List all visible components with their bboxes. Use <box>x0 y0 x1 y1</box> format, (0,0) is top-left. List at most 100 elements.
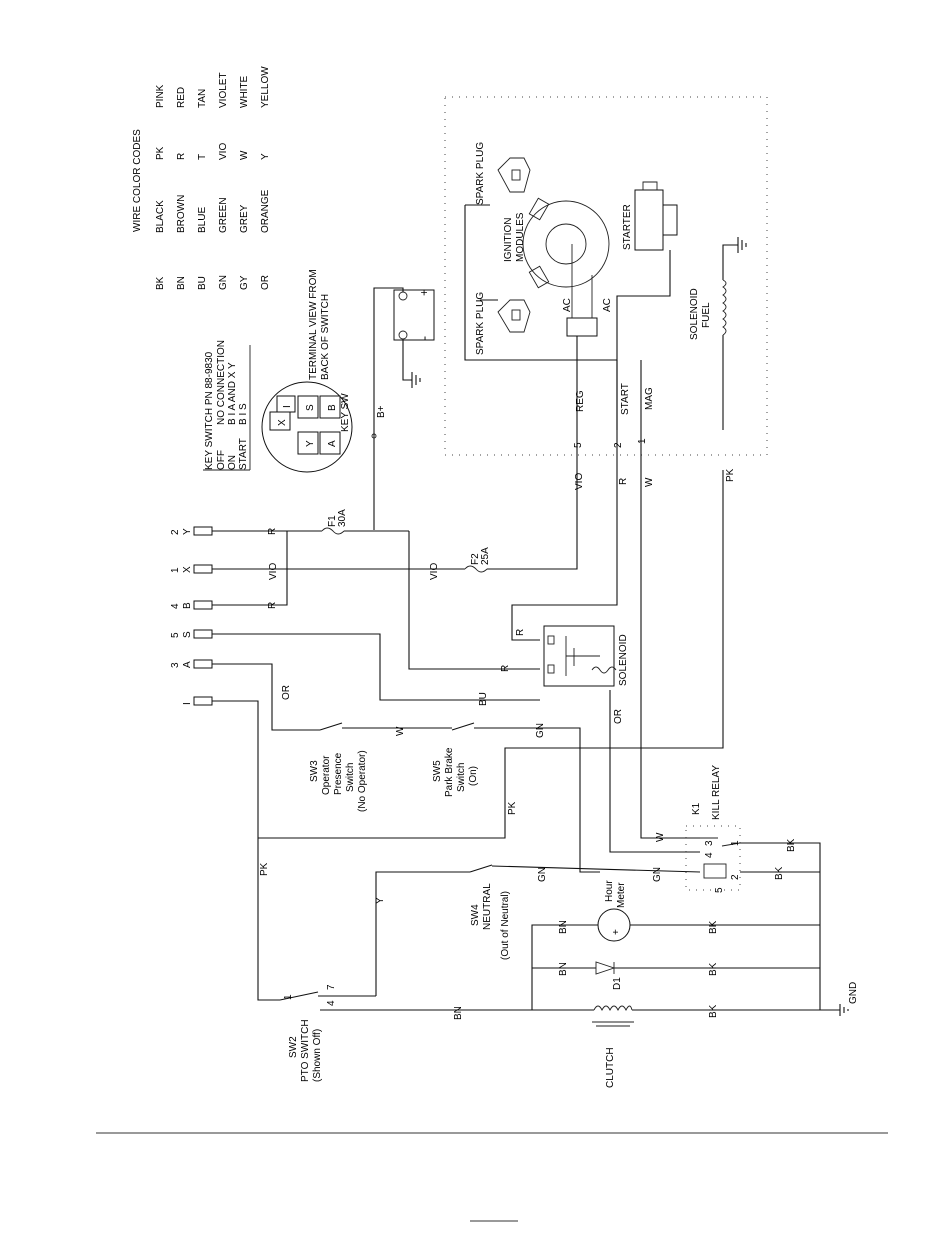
wl-gn-sw4: GN <box>537 867 548 882</box>
wl-or-a: OR <box>281 685 292 700</box>
wire-s-bu <box>212 633 540 701</box>
wire-color-codes: WIRE COLOR CODES BK BLACK BN BROWN BU BL… <box>132 66 271 290</box>
fuse-f2-icon <box>464 565 488 573</box>
engine-frame-wire <box>464 205 617 361</box>
solenoid-coil <box>591 666 617 674</box>
key-pos-off: OFF <box>216 450 227 470</box>
sw3-name: SW3 <box>309 760 320 782</box>
wire-fuel-solenoid <box>722 244 738 430</box>
conn-let-s: S <box>182 631 193 638</box>
code-gn: GN <box>218 275 229 290</box>
terminal-x-label: X <box>277 419 288 426</box>
terminal-s <box>297 395 319 419</box>
wl-pk-sw5: PK <box>507 801 518 815</box>
key-pos-on: ON <box>227 455 238 470</box>
ac-label-1: AC <box>562 298 573 312</box>
fuel-solenoid-ground-icon <box>737 237 747 253</box>
name-grey: GREY <box>239 204 250 233</box>
code-w: W <box>239 150 250 160</box>
conn-pin-x <box>193 564 213 574</box>
pin-1-label: 1 <box>637 438 648 444</box>
terminal-s-label: S <box>305 404 316 411</box>
spark-plug-top-label: SPARK PLUG <box>475 142 486 205</box>
wire-sw4 <box>375 865 701 996</box>
fuse-labels: F1 30A F2 25A <box>327 509 491 565</box>
wire-pk-fuel <box>258 470 724 839</box>
wl-r-start: R <box>618 478 629 485</box>
wire-b-r <box>212 531 288 606</box>
wl-pk-fuel: PK <box>725 468 736 482</box>
wl-y-sw4: Y <box>375 897 386 904</box>
engine-boundary <box>444 96 768 456</box>
wire-color-labels: VIO R W PK R VIO R VIO R R BU OR OR W GN… <box>259 468 797 1020</box>
sw2-name: SW2 <box>288 1036 299 1058</box>
wire-x-vio <box>212 470 578 570</box>
switch-sw3 <box>319 722 343 731</box>
ignition-module-1 <box>528 197 550 221</box>
terminal-view: TERMINAL VIEW FROM BACK OF SWITCH X I S … <box>261 269 353 473</box>
wl-r-y: R <box>267 528 278 535</box>
mag-label: MAG <box>644 387 655 410</box>
terminal-a-label: A <box>327 440 338 447</box>
relay-boundary <box>685 825 741 891</box>
code-bu: BU <box>197 276 208 290</box>
name-blue: BLUE <box>197 207 208 233</box>
relay-pin-5: 5 <box>714 887 725 893</box>
conn-let-a: A <box>182 661 193 668</box>
relay-desc: KILL RELAY <box>711 765 722 820</box>
spark-plug-bottom-icon <box>497 299 531 333</box>
battery-ground-icon <box>411 372 421 388</box>
wl-vio-mid: VIO <box>429 563 440 580</box>
ignition-label-2: MODULES <box>515 212 526 262</box>
sw5-line-1: Park Brake <box>444 747 455 797</box>
engine-pin-wires <box>576 336 642 470</box>
flywheel-hub <box>545 223 587 265</box>
hour-meter-label-2: Meter <box>616 882 627 908</box>
conn-num-3: 3 <box>170 662 181 668</box>
terminal-view-title-2: BACK OF SWITCH <box>320 294 331 380</box>
sw2-pin-7: 7 <box>326 984 337 990</box>
code-t: T <box>197 154 208 160</box>
clutch-plate <box>592 1021 634 1027</box>
battery-plus-label: + <box>417 289 431 296</box>
name-red: RED <box>176 87 187 108</box>
wl-bk-k1-2: BK <box>774 866 785 880</box>
conn-num-1: 1 <box>170 567 181 573</box>
key-conn-off: NO CONNECTION <box>216 340 227 425</box>
sw4-line-1: NEUTRAL <box>482 883 493 930</box>
code-vio: VIO <box>218 143 229 160</box>
ac-label-2: AC <box>602 298 613 312</box>
conn-let-b: B <box>182 602 193 609</box>
relay-contact <box>700 837 741 847</box>
key-switch-table: KEY SWITCH PN 88-9830 OFF NO CONNECTION … <box>203 340 251 471</box>
hour-meter-icon <box>597 908 631 942</box>
starter-body <box>634 189 664 251</box>
wl-w-k1: W <box>655 832 666 842</box>
wire-i-pk <box>212 700 280 1001</box>
relay-name: K1 <box>691 802 702 815</box>
wire-k1-bk-1 <box>740 842 840 1011</box>
name-orange: ORANGE <box>260 189 271 233</box>
bplus-node <box>371 433 377 439</box>
name-yellow: YELLOW <box>260 66 271 108</box>
key-pos-start: START <box>238 438 249 470</box>
switch-labels: SW3 Operator Presence Switch (No Operato… <box>283 747 511 1082</box>
diode-label: D1 <box>612 977 623 990</box>
terminal-b-label: B <box>327 404 338 411</box>
conn-num-2: 2 <box>170 529 181 535</box>
name-white: WHITE <box>239 75 250 108</box>
starter-solenoid: SOLENOID <box>543 625 629 687</box>
conn-pin-b <box>193 600 213 610</box>
name-green: GREEN <box>218 197 229 233</box>
engine-frame-links <box>465 204 498 301</box>
wl-bn-d1: BN <box>558 962 569 976</box>
wl-pk-left: PK <box>259 862 270 876</box>
sw5-line-2: Switch <box>456 763 467 792</box>
battery-minus-label: - <box>417 336 431 340</box>
key-conn-on: B I A AND X Y <box>227 362 238 425</box>
solenoid-term-2 <box>547 664 555 674</box>
wl-r-sol-top: R <box>515 629 526 636</box>
wl-w-mag: W <box>644 477 655 487</box>
terminal-view-title-1: TERMINAL VIEW FROM <box>308 269 319 380</box>
